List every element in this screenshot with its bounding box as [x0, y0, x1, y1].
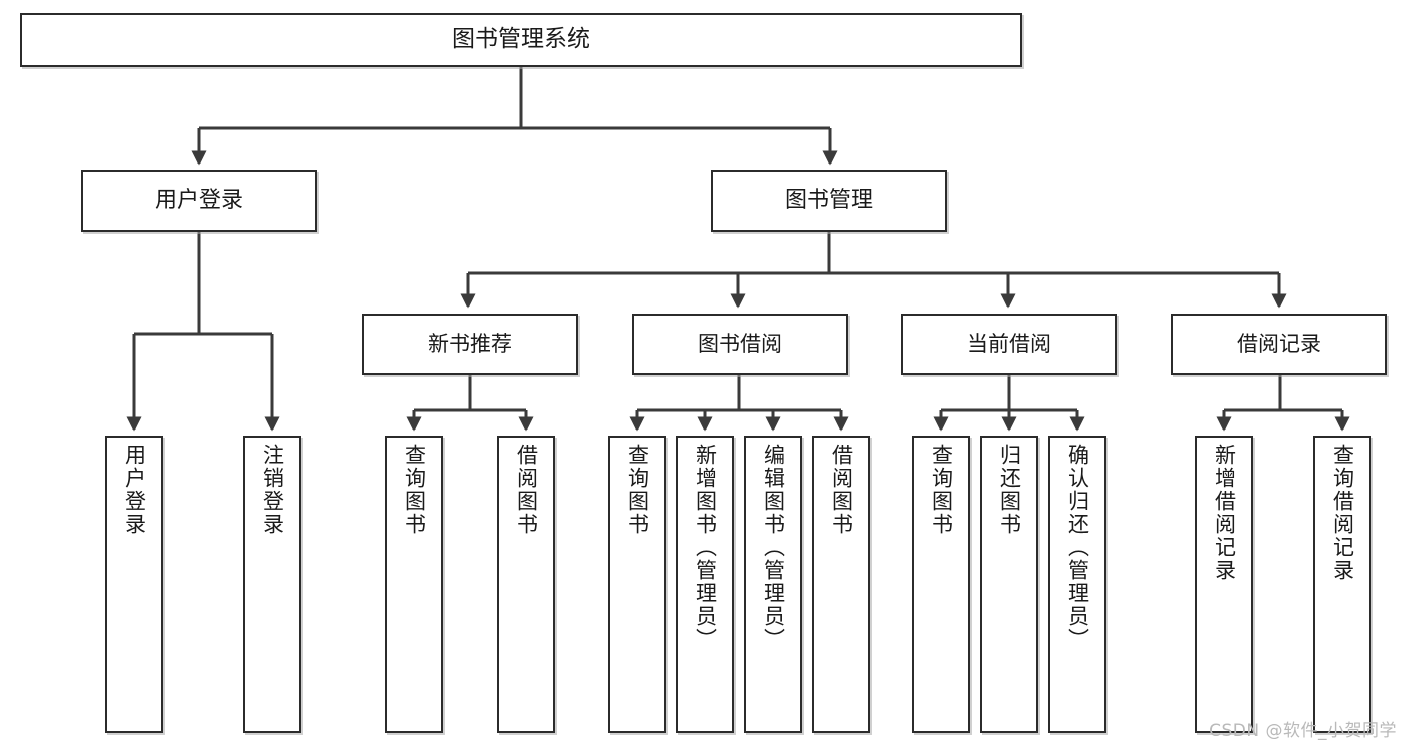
node-borrow-record-label: 借阅记录: [1237, 331, 1321, 356]
node-leaf-query-book-2-label: 查询图书: [625, 444, 650, 536]
node-leaf-query-book-1-label: 查询图书: [402, 444, 427, 536]
node-leaf-borrow-book-1-label: 借阅图书: [514, 444, 539, 536]
node-leaf-confirm-return-label: 确认归还（管理员）: [1065, 444, 1090, 651]
node-leaf-return-book-label: 归还图书: [997, 444, 1022, 536]
node-leaf-query-book-3-label: 查询图书: [929, 444, 954, 536]
node-leaf-query-book-3[interactable]: 查询图书: [912, 436, 970, 733]
node-root-label: 图书管理系统: [452, 26, 590, 53]
node-current-borrow-label: 当前借阅: [967, 331, 1051, 356]
node-leaf-user-login-label: 用户登录: [122, 444, 147, 536]
node-leaf-borrow-book-2[interactable]: 借阅图书: [812, 436, 870, 733]
node-root[interactable]: 图书管理系统: [20, 13, 1022, 67]
node-leaf-logout-label: 注销登录: [260, 444, 285, 536]
node-user-login[interactable]: 用户登录: [81, 170, 317, 232]
watermark-text: CSDN @软件_小贺同学: [1209, 721, 1397, 741]
node-user-login-label: 用户登录: [154, 187, 243, 213]
node-book-borrow-label: 图书借阅: [698, 331, 782, 356]
node-leaf-add-record-label: 新增借阅记录: [1212, 444, 1237, 582]
node-leaf-user-login[interactable]: 用户登录: [105, 436, 163, 733]
node-leaf-edit-book-label: 编辑图书（管理员）: [761, 444, 786, 651]
node-leaf-borrow-book-2-label: 借阅图书: [829, 444, 854, 536]
node-leaf-borrow-book-1[interactable]: 借阅图书: [497, 436, 555, 733]
node-leaf-return-book[interactable]: 归还图书: [980, 436, 1038, 733]
node-leaf-confirm-return[interactable]: 确认归还（管理员）: [1048, 436, 1106, 733]
node-borrow-record[interactable]: 借阅记录: [1171, 314, 1387, 375]
node-leaf-logout[interactable]: 注销登录: [243, 436, 301, 733]
node-leaf-add-book[interactable]: 新增图书（管理员）: [676, 436, 734, 733]
node-leaf-edit-book[interactable]: 编辑图书（管理员）: [744, 436, 802, 733]
node-leaf-add-record[interactable]: 新增借阅记录: [1195, 436, 1253, 733]
node-new-book-recommend-label: 新书推荐: [428, 331, 512, 356]
node-book-borrow[interactable]: 图书借阅: [632, 314, 848, 375]
node-current-borrow[interactable]: 当前借阅: [901, 314, 1117, 375]
node-book-manage[interactable]: 图书管理: [711, 170, 947, 232]
node-leaf-query-book-2[interactable]: 查询图书: [608, 436, 666, 733]
node-leaf-query-record[interactable]: 查询借阅记录: [1313, 436, 1371, 733]
node-leaf-query-book-1[interactable]: 查询图书: [385, 436, 443, 733]
node-leaf-add-book-label: 新增图书（管理员）: [693, 444, 718, 651]
node-new-book-recommend[interactable]: 新书推荐: [362, 314, 578, 375]
node-book-manage-label: 图书管理: [784, 187, 873, 213]
node-leaf-query-record-label: 查询借阅记录: [1330, 444, 1355, 582]
